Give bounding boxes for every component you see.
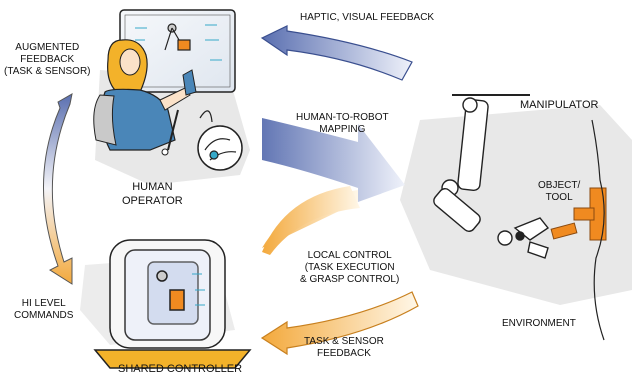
label-augmented-feedback: AUGMENTED FEEDBACK (TASK & SENSOR) <box>4 42 91 78</box>
environment-wall <box>591 119 605 341</box>
label-human-to-robot-mapping: HUMAN-TO-ROBOT MAPPING <box>296 112 389 136</box>
operator-figure <box>93 39 197 156</box>
local-line-3: & GRASP CONTROL) <box>300 274 400 285</box>
task-sensor-line-1: TASK & SENSOR <box>304 336 384 347</box>
label-manipulator: MANIPULATOR <box>520 99 599 111</box>
augmented-line-2: FEEDBACK <box>20 54 75 65</box>
manipulator-arm <box>433 97 550 259</box>
local-control-arrow-body <box>262 186 360 255</box>
task-sensor-feedback-arrow <box>260 291 419 356</box>
object-line-1: OBJECT/ <box>538 180 581 191</box>
haptic-feedback-arrow <box>260 25 413 81</box>
hi-level-line-2: COMMANDS <box>14 310 74 321</box>
label-hi-level-commands: HI LEVEL COMMANDS <box>14 298 73 322</box>
label-environment: ENVIRONMENT <box>502 318 576 329</box>
label-task-sensor-feedback: TASK & SENSOR FEEDBACK <box>304 336 384 360</box>
label-local-control: LOCAL CONTROL (TASK EXECUTION & GRASP CO… <box>300 250 399 286</box>
label-human-operator: HUMAN OPERATOR <box>122 180 183 208</box>
glove-zoom-circle <box>197 125 243 171</box>
local-line-2: (TASK EXECUTION <box>304 262 395 273</box>
mapping-line-2: MAPPING <box>319 124 366 135</box>
augmented-line-3: (TASK & SENSOR) <box>4 66 91 77</box>
mapping-line-1: HUMAN-TO-ROBOT <box>296 112 389 123</box>
glove-zoom-icon <box>204 138 237 161</box>
task-sensor-line-2: FEEDBACK <box>316 348 371 359</box>
label-shared-controller: SHARED CONTROLLER <box>118 363 243 375</box>
shared-controller-device <box>93 239 252 369</box>
augmented-line-1: AUGMENTED <box>15 42 80 53</box>
screen-robot-icon <box>164 23 191 51</box>
environment-shadow <box>400 105 632 305</box>
operator-line-1: HUMAN <box>132 181 173 193</box>
operator-line-2: OPERATOR <box>122 195 183 207</box>
local-line-1: LOCAL CONTROL <box>307 250 392 261</box>
label-object-tool: OBJECT/ TOOL <box>538 180 580 204</box>
object-tool <box>550 187 607 241</box>
label-haptic-visual-feedback: HAPTIC, VISUAL FEEDBACK <box>300 12 435 23</box>
object-line-2: TOOL <box>545 192 573 203</box>
human-to-robot-arrow <box>262 118 405 202</box>
hi-level-line-1: HI LEVEL <box>21 298 66 309</box>
hi-level-commands-arrow <box>43 93 73 285</box>
